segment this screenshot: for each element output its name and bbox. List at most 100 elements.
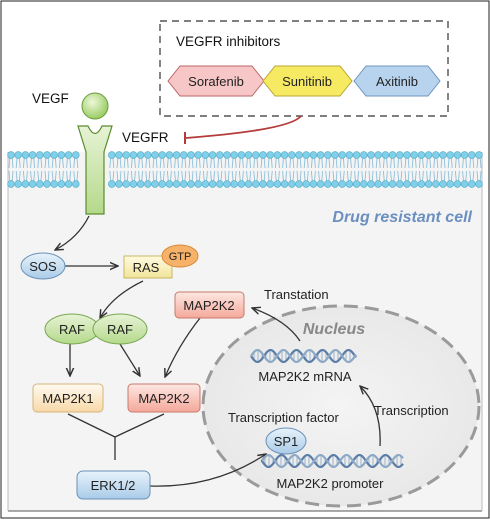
lipid-head [158, 151, 166, 159]
lipid-head [309, 180, 318, 188]
lipid-head [187, 180, 195, 188]
lipid-tail [260, 155, 266, 184]
lipid-head [115, 180, 123, 188]
lipid-tail [8, 155, 14, 184]
lipid-head [194, 151, 202, 159]
lipid-head [165, 151, 174, 159]
lipid-tail [66, 155, 72, 184]
lipid-tail [339, 155, 345, 184]
lipid-tail [51, 155, 57, 184]
lipid-head [216, 151, 224, 159]
lipid-head [424, 151, 433, 159]
lipid-head [223, 151, 231, 159]
lipid-head [216, 180, 224, 188]
arrow-erk-sp1 [149, 454, 266, 487]
promoter-dna [261, 453, 404, 469]
lipid-tail [109, 155, 115, 184]
arrow-transcription [360, 386, 381, 447]
lipid-head [144, 180, 152, 188]
lipid-head [230, 151, 238, 159]
sos-label: SOS [29, 259, 57, 274]
lipid-tail [188, 155, 194, 184]
lipid-head [453, 180, 462, 188]
lipid-head [64, 180, 73, 188]
lipid-head [21, 151, 30, 159]
lipid-head [43, 180, 51, 188]
lipid-tail [296, 155, 302, 184]
lipid-head [453, 151, 462, 159]
lipid-tail [318, 155, 324, 184]
lipid-head [14, 151, 22, 159]
lipid-head [115, 151, 123, 159]
lipid-head [151, 180, 159, 188]
lipid-head [432, 180, 440, 188]
sorafenib-label: Sorafenib [188, 74, 244, 89]
lipid-head [72, 151, 80, 159]
lipid-head [410, 151, 418, 159]
lipid-head [252, 151, 260, 159]
lipid-tail [166, 155, 172, 184]
promoter-label: MAP2K2 promoter [277, 476, 385, 491]
lipid-tail [476, 155, 482, 184]
lipid-head [72, 180, 80, 188]
lipid-tail [354, 155, 360, 184]
lipid-head [396, 180, 404, 188]
lipid-tail [382, 155, 388, 184]
lipid-head [180, 180, 188, 188]
lipid-head [280, 151, 289, 159]
lipid-head [136, 151, 145, 159]
lipid-head [28, 151, 37, 159]
lipid-head [273, 151, 282, 159]
lipid-head [468, 180, 476, 188]
lipid-head [136, 180, 145, 188]
lipid-head [381, 180, 390, 188]
lipid-tail [440, 155, 446, 184]
translation-label: Transtation [264, 287, 329, 302]
lipid-tail [15, 155, 21, 184]
lipid-head [324, 151, 332, 159]
erk-node [76, 470, 151, 500]
mrna-strand [250, 348, 357, 364]
gtp-label: GTP [169, 251, 192, 263]
lipid-head [208, 180, 217, 188]
lipid-head [28, 180, 37, 188]
lipid-head [302, 151, 310, 159]
lipid-head [345, 180, 354, 188]
lipid-tail [433, 155, 439, 184]
lipid-head [288, 151, 296, 159]
raf-label-2: RAF [107, 322, 133, 337]
lipid-head [43, 151, 51, 159]
lipid-tail [22, 155, 28, 184]
vegf-ligand [81, 92, 109, 120]
lipid-head [158, 180, 166, 188]
lipid-head [367, 151, 375, 159]
lipid-head [237, 151, 246, 159]
sunitinib-label: Sunitinib [282, 74, 332, 89]
transcription-label: Transcription [374, 403, 449, 418]
lipid-head [122, 180, 130, 188]
lipid-head [57, 151, 66, 159]
lipid-head [7, 151, 15, 159]
lipid-head [338, 180, 346, 188]
cell-membrane [7, 151, 483, 188]
lipid-head [295, 151, 303, 159]
lipid-tail [310, 155, 316, 184]
lipid-tail [174, 155, 180, 184]
lipid-head [331, 151, 339, 159]
sos-node [20, 252, 66, 280]
lipid-tail [303, 155, 309, 184]
lipid-head [129, 180, 138, 188]
erk-label: ERK1/2 [91, 478, 136, 493]
lipid-head [410, 180, 418, 188]
lipid-tail [325, 155, 331, 184]
mrna-strand-b [250, 348, 357, 364]
lipid-head [360, 180, 368, 188]
lipid-head [439, 180, 447, 188]
lipid-head [187, 151, 195, 159]
arrow-map2k2top-map2k2 [165, 317, 201, 377]
lipid-head [446, 151, 454, 159]
lipid-tail [123, 155, 129, 184]
lipid-head [352, 151, 361, 159]
lipid-tail [346, 155, 352, 184]
